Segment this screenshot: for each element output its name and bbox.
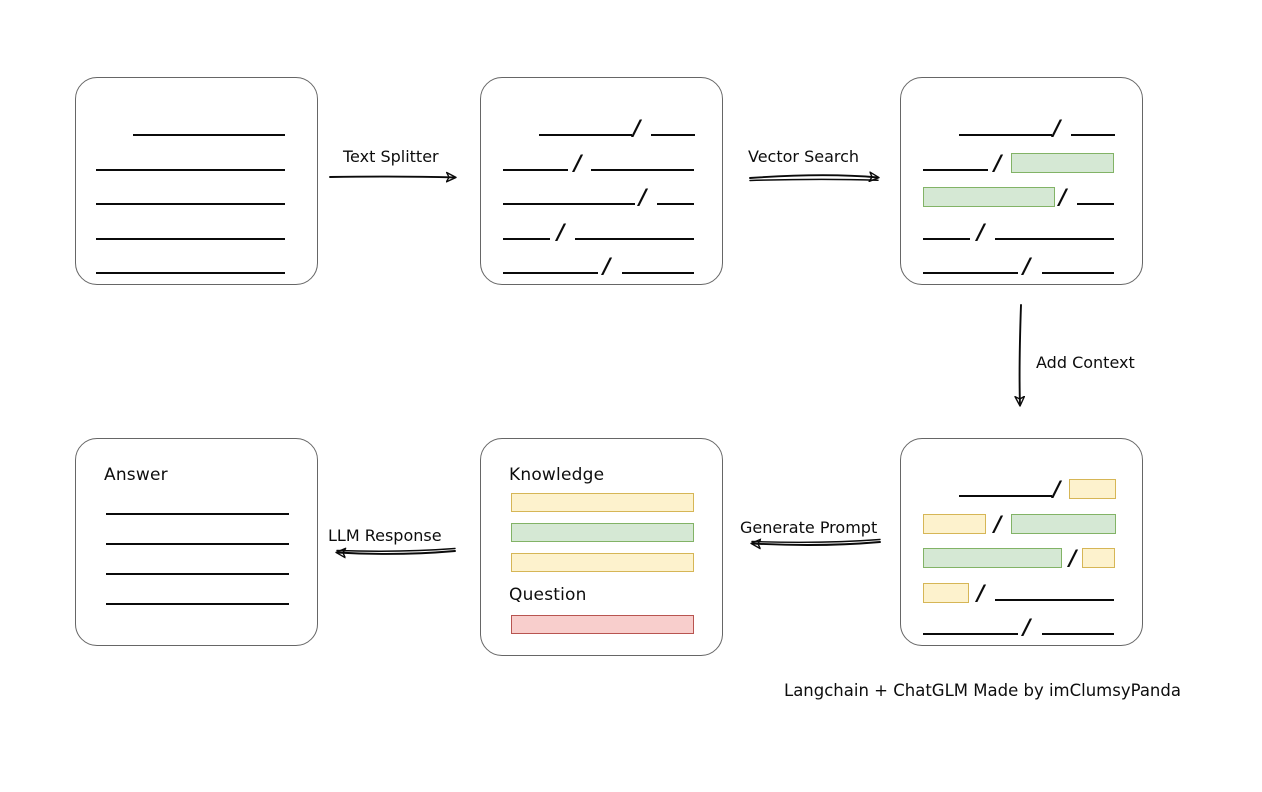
answer-label: Answer bbox=[104, 465, 168, 485]
chunk-separator: / bbox=[1059, 185, 1067, 209]
text-line bbox=[959, 134, 1052, 136]
chunk-separator: / bbox=[1053, 477, 1061, 501]
chunk-separator: / bbox=[639, 185, 647, 209]
arrow-text-splitter bbox=[329, 177, 455, 178]
edge-label-add-context: Add Context bbox=[1036, 353, 1135, 372]
chunk-separator: / bbox=[994, 150, 1002, 175]
document-node-source-document bbox=[75, 77, 318, 285]
text-line bbox=[995, 237, 1114, 240]
chunk-highlight-green bbox=[923, 548, 1062, 568]
chunk-separator: / bbox=[1023, 254, 1031, 278]
answer-text-line bbox=[106, 603, 289, 605]
text-line bbox=[503, 237, 550, 240]
chunk-separator: / bbox=[977, 219, 985, 244]
text-line bbox=[96, 168, 285, 171]
chunk-highlight-green bbox=[923, 187, 1055, 207]
knowledge-bar-yellow bbox=[511, 493, 694, 512]
knowledge-label: Knowledge bbox=[509, 465, 605, 485]
text-line bbox=[503, 168, 568, 171]
text-line bbox=[923, 272, 1018, 274]
answer-node: Answer bbox=[75, 438, 318, 646]
chunk-highlight-green bbox=[1011, 152, 1114, 173]
text-line bbox=[503, 203, 635, 205]
document-node-split-chunks: / / / / / bbox=[480, 77, 723, 285]
text-line bbox=[503, 272, 598, 274]
answer-text-line bbox=[106, 513, 289, 515]
text-line bbox=[575, 237, 694, 240]
text-line bbox=[96, 237, 285, 240]
text-line bbox=[622, 272, 694, 274]
text-line bbox=[591, 168, 694, 171]
arrow-generate-prompt bbox=[752, 540, 881, 546]
document-node-context-added-chunks: / / / / / bbox=[900, 438, 1143, 646]
chunk-highlight-yellow bbox=[923, 513, 986, 534]
text-line bbox=[651, 134, 695, 136]
chunk-separator: / bbox=[574, 150, 582, 175]
chunk-separator: / bbox=[1069, 546, 1077, 570]
chunk-separator: / bbox=[977, 580, 985, 605]
chunk-highlight-green bbox=[1011, 513, 1116, 534]
knowledge-bar-yellow bbox=[511, 553, 694, 572]
answer-text-line bbox=[106, 573, 289, 575]
arrow-add-context bbox=[1020, 304, 1021, 405]
text-line bbox=[923, 633, 1018, 635]
text-line bbox=[657, 203, 694, 205]
chunk-separator: / bbox=[1023, 615, 1031, 639]
knowledge-bar-green bbox=[511, 523, 694, 542]
text-line bbox=[96, 203, 285, 205]
chunk-separator: / bbox=[994, 511, 1002, 536]
edge-label-llm-response: LLM Response bbox=[328, 526, 442, 545]
edge-label-vector-search: Vector Search bbox=[748, 147, 860, 166]
chunk-highlight-yellow bbox=[1082, 548, 1115, 568]
arrow-llm-response bbox=[337, 549, 456, 555]
text-line bbox=[133, 134, 285, 136]
text-line bbox=[539, 134, 632, 136]
chunk-highlight-yellow bbox=[1069, 479, 1116, 499]
arrow-vector-search bbox=[749, 175, 878, 180]
chunk-separator: / bbox=[1053, 116, 1061, 140]
text-line bbox=[96, 272, 285, 274]
edge-label-text-splitter: Text Splitter bbox=[343, 147, 439, 166]
text-line bbox=[1042, 272, 1114, 274]
chunk-separator: / bbox=[633, 116, 641, 140]
answer-text-line bbox=[106, 543, 289, 545]
chunk-separator: / bbox=[557, 219, 565, 244]
question-bar-red bbox=[511, 615, 694, 634]
text-line bbox=[923, 237, 970, 240]
edge-label-generate-prompt: Generate Prompt bbox=[740, 518, 878, 537]
text-line bbox=[995, 598, 1114, 601]
document-node-vector-matched-chunks: / / / / / bbox=[900, 77, 1143, 285]
footer-credit: Langchain + ChatGLM Made by imClumsyPand… bbox=[784, 681, 1181, 700]
text-line bbox=[959, 495, 1052, 497]
text-line bbox=[1071, 134, 1115, 136]
chunk-highlight-yellow bbox=[923, 582, 969, 603]
text-line bbox=[1077, 203, 1114, 205]
chunk-separator: / bbox=[603, 254, 611, 278]
text-line bbox=[1042, 633, 1114, 635]
question-label: Question bbox=[509, 585, 587, 605]
text-line bbox=[923, 168, 988, 171]
